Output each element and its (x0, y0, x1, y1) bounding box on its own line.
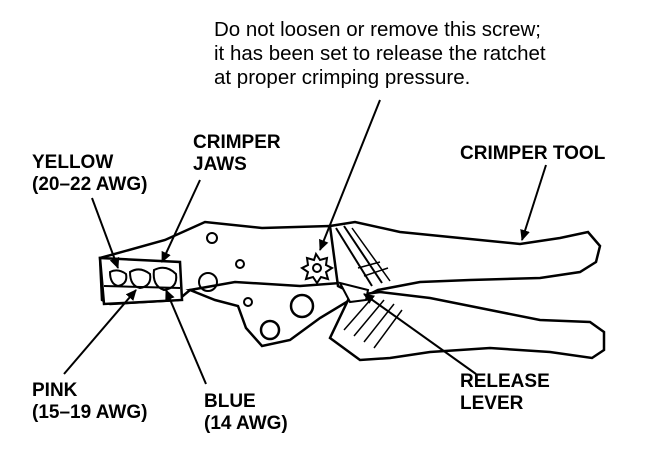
adjustment-screw (300, 251, 334, 285)
note-line-2: it has been set to release the ratchet (214, 42, 546, 65)
pink-callout-line (63, 289, 137, 375)
upper-handle (328, 220, 602, 300)
blue-callout-line (165, 289, 207, 385)
yellow-label: YELLOW (20–22 AWG) (32, 152, 148, 195)
yellow-callout-line (91, 197, 120, 269)
blue-label: BLUE (14 AWG) (204, 391, 288, 434)
crimper-tool-label: CRIMPER TOOL (460, 143, 606, 164)
crimper-tool-callout-line (520, 164, 547, 241)
crimper-jaws-callout-line (161, 179, 201, 263)
note-line-1: Do not loosen or remove this screw; (214, 18, 541, 41)
jaw-block (98, 256, 184, 306)
lower-handle (328, 290, 606, 362)
release-lever-label: RELEASE LEVER (460, 371, 550, 414)
lower-plate (185, 280, 352, 348)
release-lever-callout-line (363, 293, 477, 375)
note-line-3: at proper crimping pressure. (214, 66, 471, 89)
yellow-cavity (108, 269, 128, 288)
screw-warning-note: Do not loosen or remove this screw; it h… (214, 18, 546, 90)
pink-cavity (128, 268, 152, 290)
pink-label: PINK (15–19 AWG) (32, 380, 148, 423)
note-callout-line (319, 99, 381, 251)
crimper-jaws-label: CRIMPER JAWS (193, 132, 281, 175)
blue-cavity (152, 266, 178, 292)
